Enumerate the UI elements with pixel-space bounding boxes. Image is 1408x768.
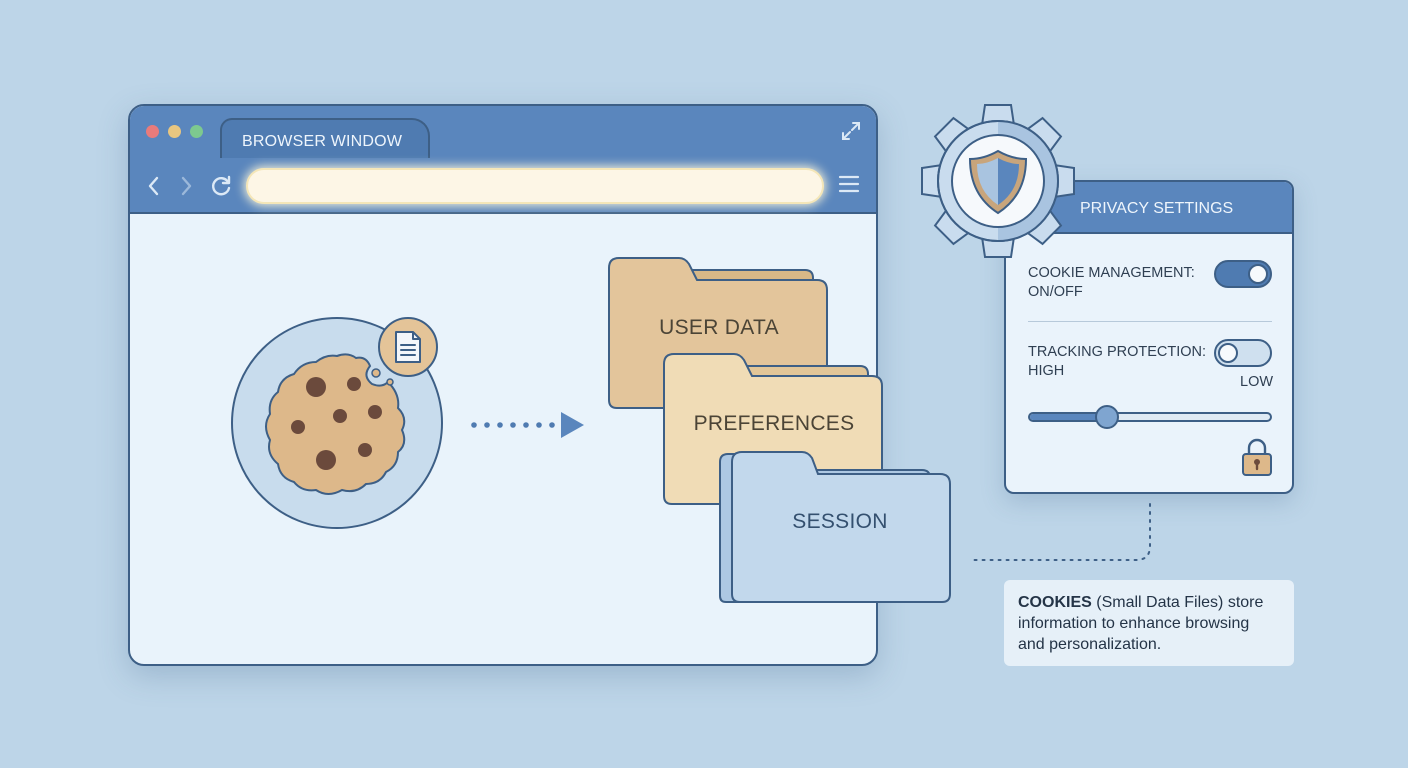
tracking-protection-label: TRACKING PROTECTION: HIGH bbox=[1028, 343, 1206, 381]
title-bar: BROWSER WINDOW bbox=[130, 106, 876, 162]
address-bar[interactable] bbox=[246, 168, 824, 204]
tracking-protection-label-line2: HIGH bbox=[1028, 363, 1065, 379]
cookie-management-label-line2: ON/OFF bbox=[1028, 284, 1083, 300]
cookie-management-label: COOKIE MANAGEMENT: ON/OFF bbox=[1028, 264, 1195, 302]
cookies-info-card: COOKIES (Small Data Files) store informa… bbox=[1004, 580, 1294, 666]
folder-label: PREFERENCES bbox=[693, 412, 855, 435]
dotted-arrow-icon bbox=[471, 412, 584, 438]
reload-icon[interactable] bbox=[208, 172, 234, 200]
browser-toolbar bbox=[130, 158, 876, 214]
folder-session: SESSION bbox=[718, 450, 952, 606]
toggle-knob bbox=[1218, 343, 1238, 363]
tab-title: BROWSER WINDOW bbox=[242, 133, 403, 150]
divider bbox=[1028, 321, 1272, 322]
cookie-crumb bbox=[371, 368, 381, 378]
minimize-window-button[interactable] bbox=[168, 125, 181, 138]
chevron-right-icon[interactable] bbox=[176, 172, 196, 200]
cookie-management-label-line1: COOKIE MANAGEMENT: bbox=[1028, 265, 1195, 281]
folder-label: SESSION bbox=[792, 510, 888, 533]
gear-shield-icon bbox=[921, 104, 1075, 258]
slider-thumb[interactable] bbox=[1094, 405, 1119, 429]
cookie-icon bbox=[265, 353, 406, 495]
panel-title: PRIVACY SETTINGS bbox=[1080, 200, 1234, 217]
dotted-connector bbox=[971, 503, 1151, 561]
low-label: LOW bbox=[1240, 374, 1274, 390]
folder-label: USER DATA bbox=[659, 316, 779, 339]
tracking-protection-label-line1: TRACKING PROTECTION: bbox=[1028, 344, 1207, 360]
expand-icon[interactable] bbox=[840, 120, 862, 142]
cookie-management-toggle[interactable] bbox=[1214, 260, 1272, 288]
hamburger-menu-icon[interactable] bbox=[838, 174, 860, 194]
browser-tab[interactable]: BROWSER WINDOW bbox=[220, 118, 430, 162]
tracking-protection-toggle[interactable] bbox=[1214, 339, 1272, 367]
chevron-left-icon[interactable] bbox=[144, 172, 164, 200]
maximize-window-button[interactable] bbox=[190, 125, 203, 138]
cookie-crumb bbox=[386, 378, 394, 386]
toggle-knob bbox=[1248, 264, 1268, 284]
close-window-button[interactable] bbox=[146, 125, 159, 138]
slider-fill bbox=[1030, 414, 1107, 420]
lock-icon bbox=[1242, 438, 1272, 476]
info-bold: COOKIES bbox=[1018, 594, 1092, 611]
info-text: (Small Data Files) store information to … bbox=[1018, 594, 1264, 653]
tracking-level-slider[interactable] bbox=[1028, 405, 1272, 429]
document-icon bbox=[378, 317, 438, 377]
